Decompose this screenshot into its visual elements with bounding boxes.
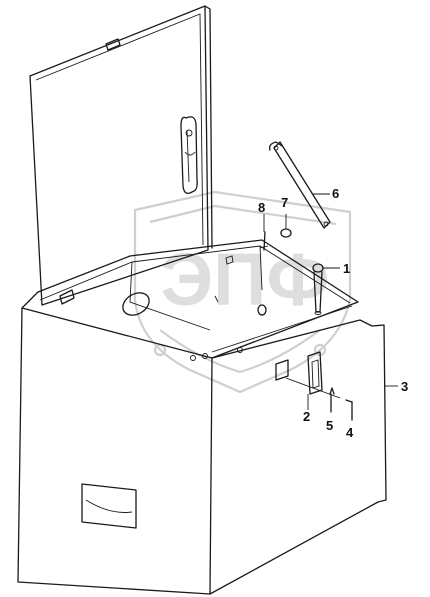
- callout-8: 8: [258, 200, 266, 215]
- part-6-stay-bar: [268, 141, 331, 229]
- callout-7: 7: [281, 195, 289, 210]
- part-5-4-pins: [329, 387, 353, 421]
- part-1-knob: [312, 263, 324, 315]
- watermark-text: ЭПФ: [161, 238, 330, 321]
- callout-5: 5: [326, 418, 334, 433]
- callout-6: 6: [332, 186, 340, 201]
- callout-1: 1: [343, 261, 351, 276]
- part-2-bracket: [275, 351, 323, 395]
- callout-2: 2: [303, 409, 311, 424]
- callout-3: 3: [401, 379, 409, 394]
- box-body: [17, 239, 387, 595]
- part-7-8-fasteners: [259, 214, 292, 251]
- lid: [29, 5, 213, 306]
- callout-4: 4: [346, 425, 354, 440]
